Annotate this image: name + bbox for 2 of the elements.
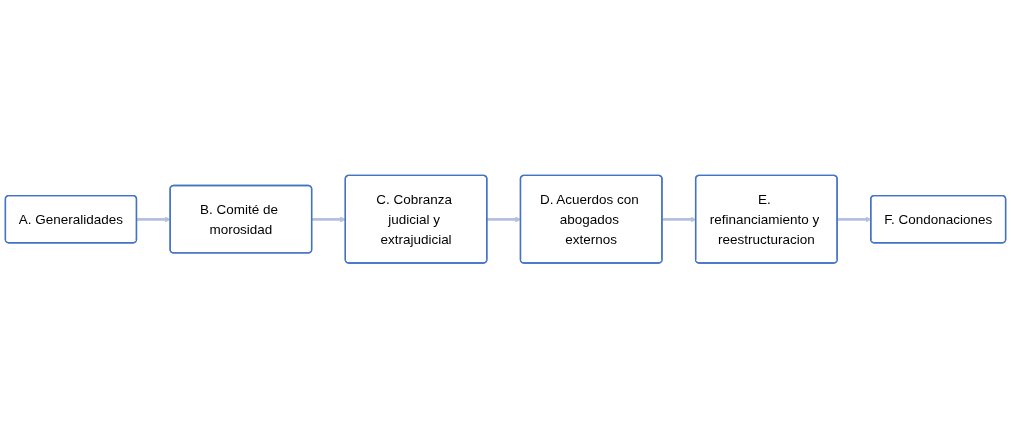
arrow — [311, 216, 346, 223]
arrow — [136, 216, 171, 223]
